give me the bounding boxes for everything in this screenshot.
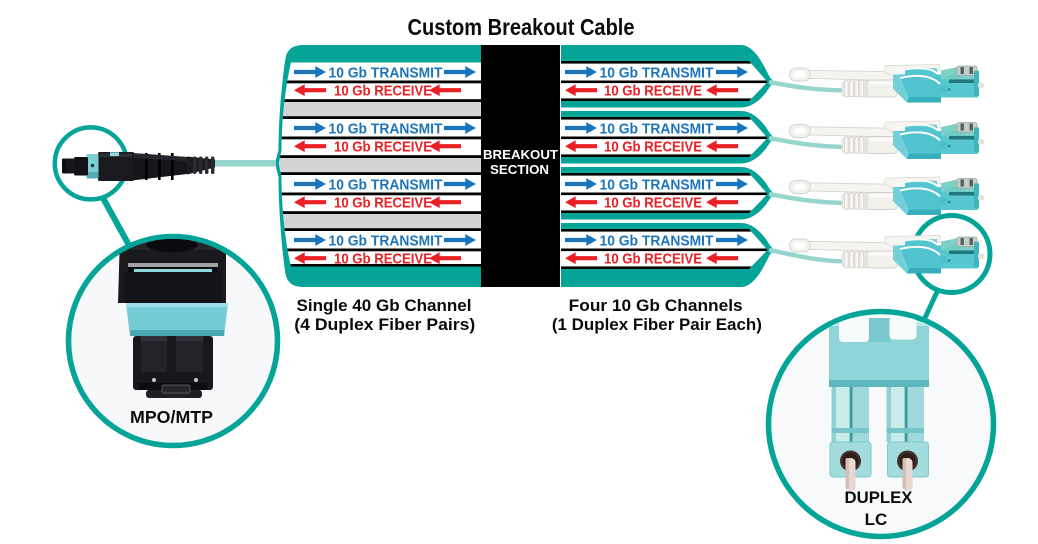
svg-text:10 Gb RECEIVE: 10 Gb RECEIVE <box>604 83 702 100</box>
svg-text:10 Gb RECEIVE: 10 Gb RECEIVE <box>604 195 702 212</box>
svg-text:10 Gb RECEIVE: 10 Gb RECEIVE <box>334 83 432 100</box>
svg-text:10 Gb TRANSMIT: 10 Gb TRANSMIT <box>600 232 714 249</box>
svg-text:10 Gb RECEIVE: 10 Gb RECEIVE <box>604 251 702 268</box>
svg-text:(4 Duplex Fiber Pairs): (4 Duplex Fiber Pairs) <box>294 315 475 334</box>
svg-text:(1 Duplex Fiber Pair Each): (1 Duplex Fiber Pair Each) <box>552 315 762 334</box>
svg-text:Four 10 Gb Channels: Four 10 Gb Channels <box>569 296 743 315</box>
svg-text:10 Gb TRANSMIT: 10 Gb TRANSMIT <box>329 232 443 249</box>
svg-text:10 Gb TRANSMIT: 10 Gb TRANSMIT <box>600 120 714 137</box>
svg-text:10 Gb RECEIVE: 10 Gb RECEIVE <box>334 251 432 268</box>
svg-text:Custom Breakout Cable: Custom Breakout Cable <box>408 14 635 40</box>
svg-text:BREAKOUT: BREAKOUT <box>483 147 558 162</box>
svg-text:10 Gb TRANSMIT: 10 Gb TRANSMIT <box>329 64 443 81</box>
svg-text:DUPLEX: DUPLEX <box>845 488 914 507</box>
svg-text:10 Gb TRANSMIT: 10 Gb TRANSMIT <box>329 176 443 193</box>
svg-text:10 Gb TRANSMIT: 10 Gb TRANSMIT <box>600 176 714 193</box>
svg-text:10 Gb TRANSMIT: 10 Gb TRANSMIT <box>329 120 443 137</box>
svg-text:10 Gb RECEIVE: 10 Gb RECEIVE <box>334 139 432 156</box>
svg-text:Single 40 Gb Channel: Single 40 Gb Channel <box>297 296 472 315</box>
svg-text:10 Gb RECEIVE: 10 Gb RECEIVE <box>604 139 702 156</box>
svg-text:MPO/MTP: MPO/MTP <box>130 407 213 427</box>
svg-text:10 Gb RECEIVE: 10 Gb RECEIVE <box>334 195 432 212</box>
svg-text:LC: LC <box>865 510 888 529</box>
svg-text:SECTION: SECTION <box>490 162 549 177</box>
svg-text:10 Gb TRANSMIT: 10 Gb TRANSMIT <box>600 64 714 81</box>
